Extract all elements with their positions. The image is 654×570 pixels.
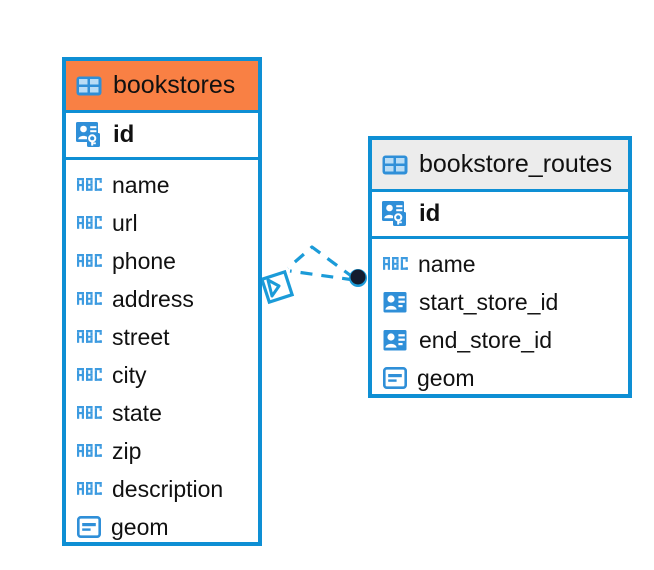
endpoint-ring xyxy=(349,269,367,287)
column-name: name xyxy=(112,171,170,198)
text-type-icon xyxy=(77,405,102,419)
column-row-id[interactable]: id xyxy=(372,192,628,239)
column-name: url xyxy=(112,209,138,236)
column-row-start-store-id[interactable]: start_store_id xyxy=(372,283,628,321)
geometry-type-icon xyxy=(383,367,407,389)
entity-title: bookstore_routes xyxy=(419,150,613,178)
column-name: end_store_id xyxy=(419,326,552,353)
column-row-phone[interactable]: phone xyxy=(66,242,258,280)
table-icon xyxy=(76,76,102,95)
column-row-name[interactable]: name xyxy=(372,245,628,283)
filled-circle-endpoint xyxy=(350,269,366,285)
text-type-icon xyxy=(77,329,102,343)
column-name: street xyxy=(112,323,170,350)
entity-header-bookstore-routes[interactable]: bookstore_routes xyxy=(372,140,628,192)
column-name: geom xyxy=(417,364,475,391)
column-row-name[interactable]: name xyxy=(66,166,258,204)
column-name: city xyxy=(112,361,147,388)
column-row-street[interactable]: street xyxy=(66,318,258,356)
column-row-end-store-id[interactable]: end_store_id xyxy=(372,321,628,359)
column-name: zip xyxy=(112,437,142,464)
column-list-bookstores: name url xyxy=(66,160,258,553)
geometry-type-icon xyxy=(77,516,101,538)
entity-title: bookstores xyxy=(113,71,236,99)
column-row-zip[interactable]: zip xyxy=(66,432,258,470)
text-type-icon xyxy=(77,253,102,267)
entity-bookstore-routes[interactable]: bookstore_routes id xyxy=(368,136,632,398)
text-type-icon xyxy=(77,177,102,191)
column-name: id xyxy=(113,121,135,148)
column-row-description[interactable]: description xyxy=(66,470,258,508)
primary-key-icon xyxy=(76,122,100,147)
column-name: phone xyxy=(112,247,176,274)
column-name: id xyxy=(419,200,441,227)
column-row-id[interactable]: id xyxy=(66,113,258,160)
column-row-geom[interactable]: geom xyxy=(372,359,628,397)
entity-header-bookstores[interactable]: bookstores xyxy=(66,61,258,113)
text-type-icon xyxy=(77,443,102,457)
text-type-icon xyxy=(383,256,408,270)
column-name: geom xyxy=(111,513,169,540)
crows-foot-diamond-marker xyxy=(259,269,295,305)
table-icon xyxy=(382,155,408,174)
text-type-icon xyxy=(77,291,102,305)
relationship-line-lower xyxy=(289,269,355,282)
column-name: description xyxy=(112,475,224,502)
foreign-key-icon xyxy=(383,329,407,350)
column-row-url[interactable]: url xyxy=(66,204,258,242)
column-name: name xyxy=(418,250,476,277)
column-row-city[interactable]: city xyxy=(66,356,258,394)
column-name: address xyxy=(112,285,194,312)
column-list-bookstore-routes: name start_store_id xyxy=(372,239,628,404)
text-type-icon xyxy=(77,367,102,381)
text-type-icon xyxy=(77,215,102,229)
text-type-icon xyxy=(77,481,102,495)
column-row-address[interactable]: address xyxy=(66,280,258,318)
relationship-line-upper xyxy=(286,245,355,280)
column-row-state[interactable]: state xyxy=(66,394,258,432)
column-name: state xyxy=(112,399,162,426)
primary-key-icon xyxy=(382,201,406,226)
relationship-arrow-tip xyxy=(266,278,281,298)
column-row-geom[interactable]: geom xyxy=(66,508,258,546)
foreign-key-icon xyxy=(383,291,407,312)
entity-bookstores[interactable]: bookstores id xyxy=(62,57,262,546)
column-name: start_store_id xyxy=(419,288,559,315)
